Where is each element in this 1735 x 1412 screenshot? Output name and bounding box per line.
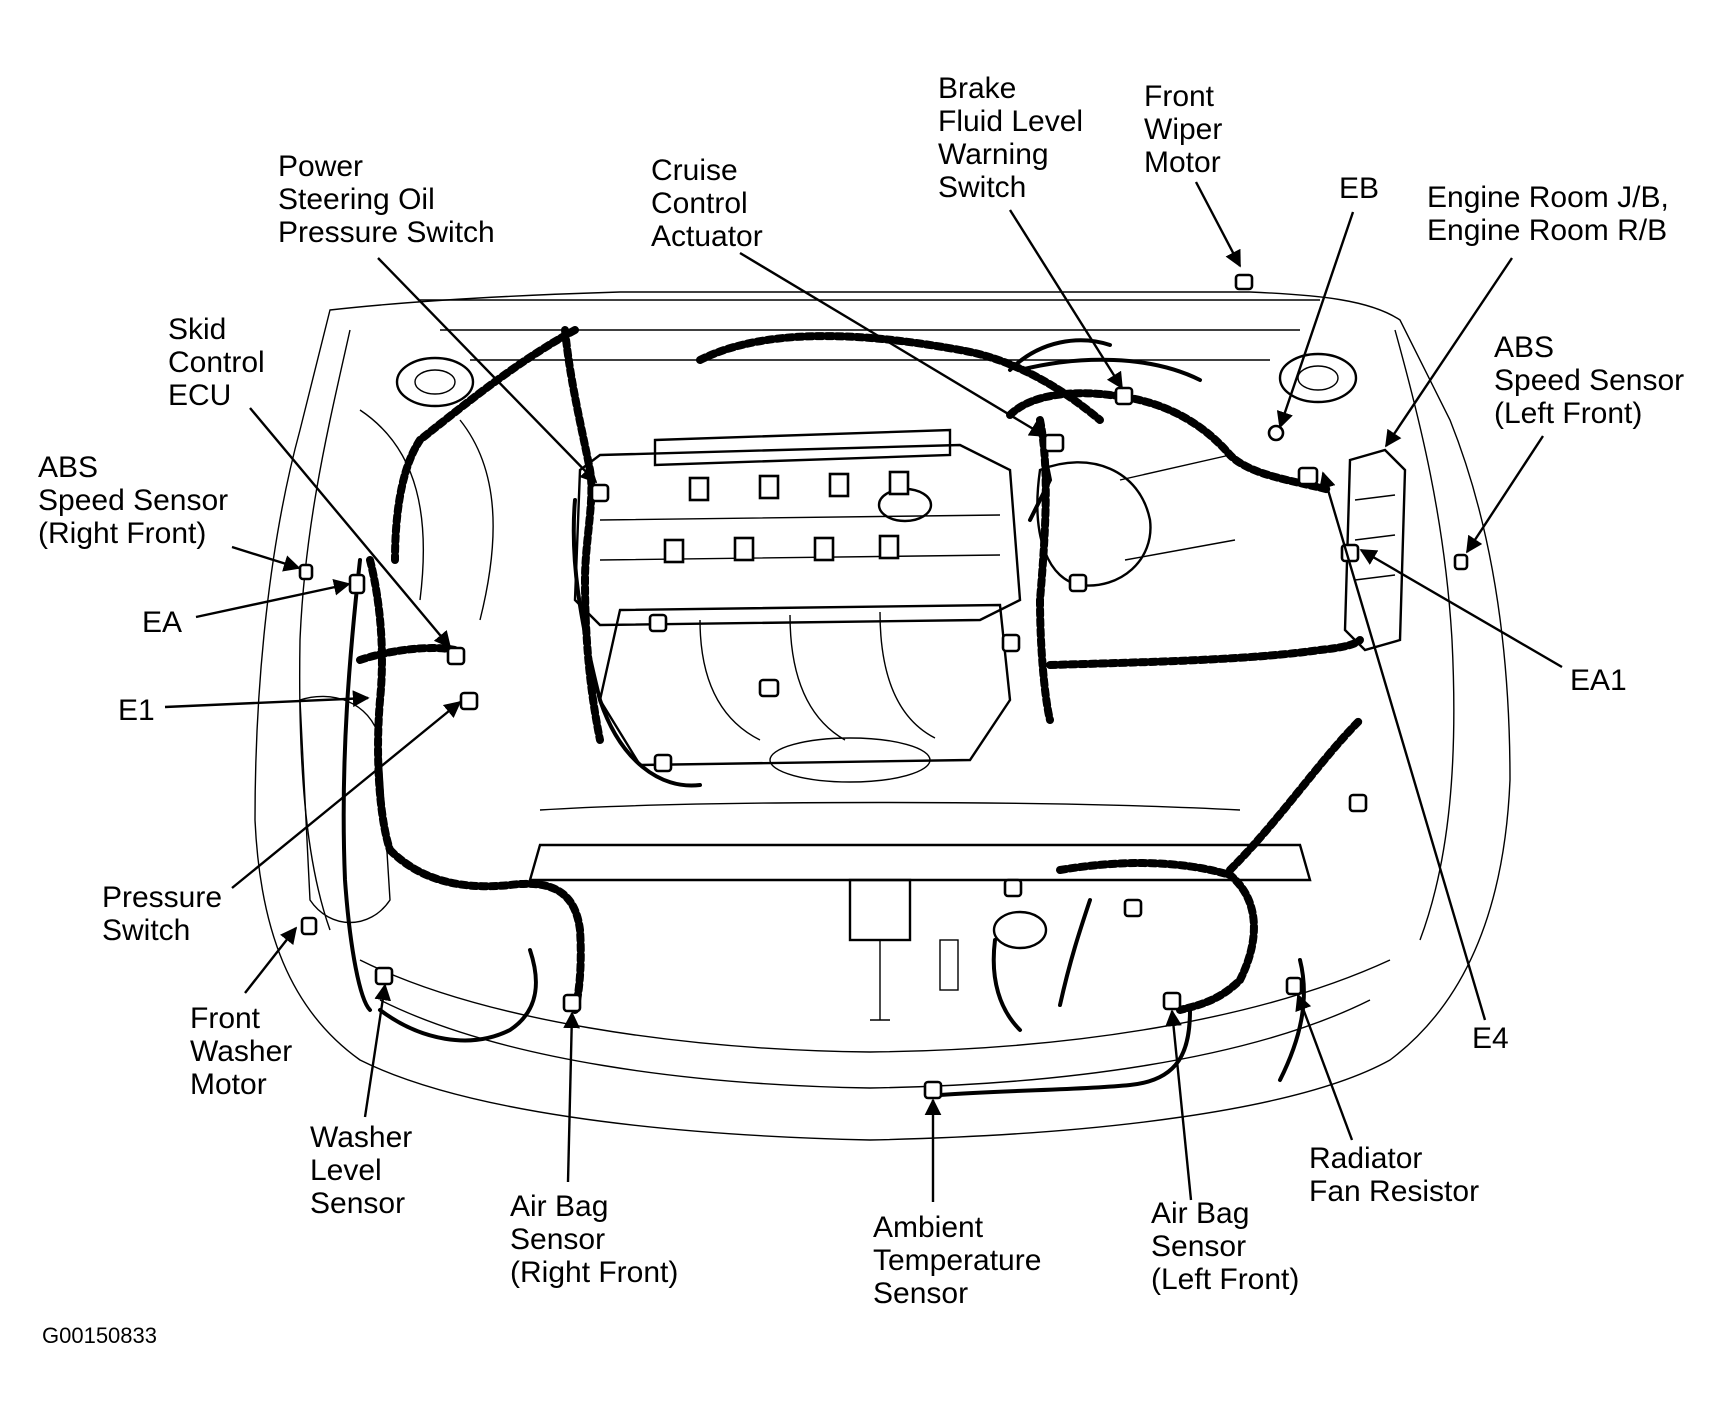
leader-eb xyxy=(1276,211,1355,429)
label-airbag-left: Air Bag Sensor (Left Front) xyxy=(1151,1197,1299,1296)
connectors xyxy=(298,273,1469,1100)
label-radiator-fan: Radiator Fan Resistor xyxy=(1309,1142,1479,1208)
wire-harness xyxy=(341,326,1364,1097)
leader-cruise-control xyxy=(739,251,1047,438)
label-abs-right-front: ABS Speed Sensor (Right Front) xyxy=(38,451,236,550)
leader-engine-room-jb xyxy=(1385,257,1513,448)
leader-brake-fluid xyxy=(1008,209,1124,390)
leader-e1 xyxy=(164,690,370,709)
label-eb: EB xyxy=(1339,172,1379,205)
leader-airbag-left xyxy=(1165,1009,1193,1201)
leader-abs-left-front xyxy=(1465,435,1545,554)
ignition-coils xyxy=(663,470,910,564)
label-cruise-control: Cruise Control Actuator xyxy=(651,154,763,253)
leader-airbag-right xyxy=(563,1011,581,1183)
leader-lines xyxy=(164,181,1563,1202)
label-pressure-switch: Pressure Switch xyxy=(102,881,230,947)
label-power-steering: Power Steering Oil Pressure Switch xyxy=(278,150,495,249)
label-ea1: EA1 xyxy=(1570,664,1627,697)
label-e4: E4 xyxy=(1472,1022,1509,1055)
label-engine-room-jb: Engine Room J/B, Engine Room R/B xyxy=(1427,181,1677,247)
label-washer-level: Washer Level Sensor xyxy=(310,1121,421,1220)
label-skid-control: Skid Control ECU xyxy=(168,313,273,412)
label-front-wiper: Front Wiper Motor xyxy=(1144,80,1231,179)
label-ambient-temp: Ambient Temperature Sensor xyxy=(873,1211,1050,1310)
label-e1: E1 xyxy=(118,694,155,727)
leader-ea xyxy=(195,578,351,619)
leader-ea1 xyxy=(1359,548,1563,669)
leader-radiator-fan xyxy=(1295,993,1354,1141)
leader-washer-level xyxy=(363,983,392,1118)
label-ea: EA xyxy=(142,606,182,639)
engine-bay-illustration xyxy=(254,291,1511,1141)
leader-front-washer xyxy=(244,926,298,994)
callout-labels: Power Steering Oil Pressure Switch Cruis… xyxy=(38,72,1692,1348)
leader-e4 xyxy=(1319,471,1487,1021)
label-front-washer: Front Washer Motor xyxy=(190,1002,301,1101)
label-airbag-right: Air Bag Sensor (Right Front) xyxy=(510,1190,678,1289)
engine-room-junction-block xyxy=(1343,448,1407,652)
valve-cover xyxy=(573,443,1022,627)
leader-skid-control xyxy=(249,407,452,649)
leader-pressure-switch xyxy=(231,700,462,889)
leader-front-wiper xyxy=(1194,181,1242,268)
leader-power-steering xyxy=(377,257,598,484)
body-outline xyxy=(254,291,1511,1141)
figure-id: G00150833 xyxy=(42,1323,157,1348)
label-abs-left-front: ABS Speed Sensor (Left Front) xyxy=(1494,331,1692,430)
leader-abs-right-front xyxy=(231,545,301,572)
label-brake-fluid: Brake Fluid Level Warning Switch xyxy=(938,72,1091,204)
